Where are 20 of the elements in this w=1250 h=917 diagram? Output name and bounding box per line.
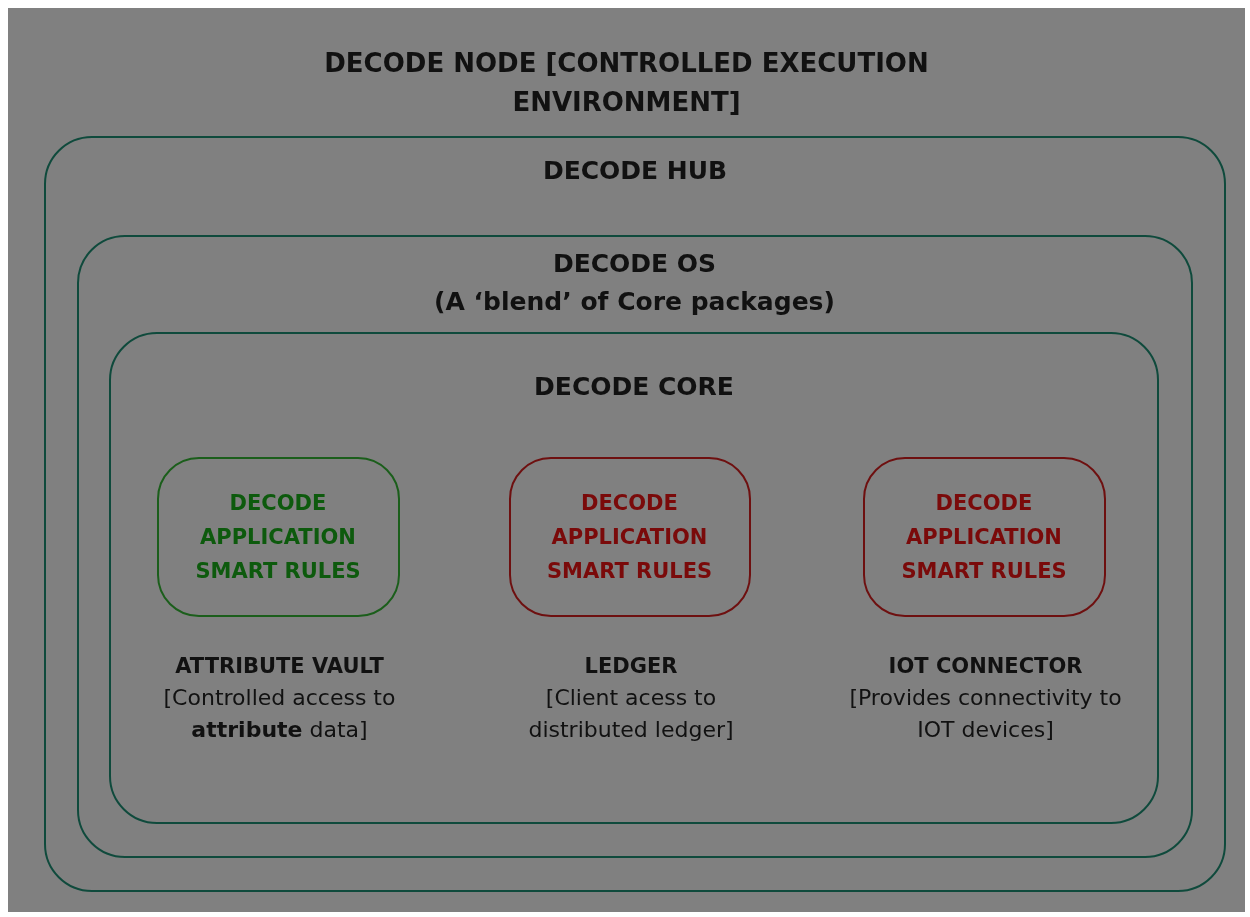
- component-title: LEDGER: [583, 653, 679, 680]
- layer-title: DECODE HUB: [541, 155, 729, 187]
- application-box: [862, 456, 1106, 617]
- layer-title: DECODE OS: [551, 247, 718, 280]
- layer-box: [76, 234, 1193, 858]
- layer-title: DECODE APPLICATION SMART RULES: [900, 489, 1068, 585]
- component-title: IOT CONNECTOR: [887, 653, 1084, 680]
- layer-subtitle: (A ‘blend’ of Core packages): [433, 285, 836, 318]
- diagram-title: DECODE NODE [CONTROLLED EXECUTION ENVIRONMENT]: [323, 47, 930, 119]
- layer-title: DECODE APPLICATION SMART RULES: [545, 489, 714, 585]
- application-box: [508, 456, 751, 617]
- component-description: [Controlled access to attribute data]: [162, 684, 397, 744]
- layer-box: [109, 332, 1159, 824]
- layer-box: [44, 136, 1226, 892]
- component-title: ATTRIBUTE VAULT: [174, 653, 385, 680]
- component-description: [Client acess to distributed ledger]: [527, 684, 735, 744]
- layer-title: DECODE APPLICATION SMART RULES: [194, 489, 362, 585]
- application-box: [156, 456, 400, 617]
- layer-title: DECODE CORE: [533, 371, 735, 403]
- component-description: [Provides connectivity to IOT devices]: [848, 684, 1123, 744]
